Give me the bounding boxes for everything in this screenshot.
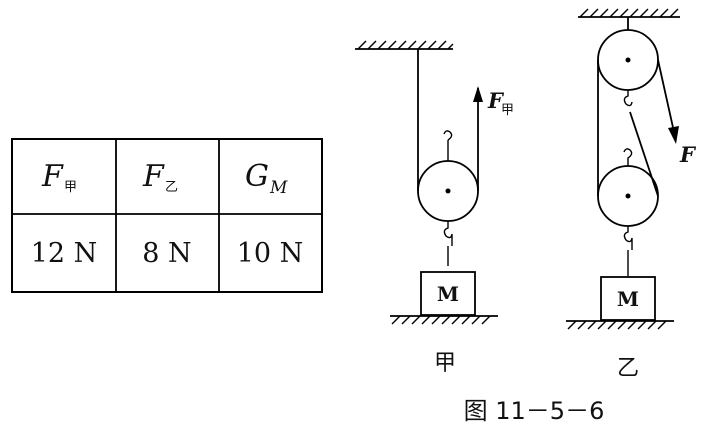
mass-label: M [437,282,459,306]
fixed-pulley-axle [625,57,631,63]
mass-block [420,271,476,316]
header-symbol: F [41,159,64,194]
table-header-f-yi: F 乙 [142,159,178,195]
table-cell-f-yi: 8 N [142,238,191,269]
table-cell-g-m: 10 N [237,238,304,269]
ground-hatch [391,315,491,325]
rope-pull [657,59,675,133]
fixed-pulley-hook [623,90,633,107]
figure-caption: 图 11－5－6 [464,397,605,425]
pulley-bottom-hook [443,221,453,266]
ceiling-hatch [579,8,679,18]
force-arrow-head [473,86,483,102]
pulley-diagram-jia: F 甲 M 甲 [355,40,514,376]
force-label-f-jia: F 甲 [487,88,514,118]
diagram-label-yi: 乙 [617,356,639,381]
pulley-top-hook [443,130,453,161]
mass-label: M [617,287,639,311]
force-symbol: F [487,88,505,113]
header-symbol: F [142,159,165,194]
force-arrow-head [668,126,679,144]
force-label-f-yi: F [679,142,697,167]
table-header-g-m: G M [245,159,288,198]
table-border [11,138,323,293]
rope-middle [629,111,659,197]
pulley-diagram-yi: F M 乙 [566,8,697,381]
ground-hatch [567,320,667,330]
mass-block [600,276,656,321]
pulley-axle [445,188,451,194]
table-cell-f-jia: 12 N [31,238,98,269]
header-symbol: G [245,159,269,194]
ceiling-hatch [357,40,454,50]
movable-pulley-axle [625,193,631,199]
table-header-f-jia: F 甲 [41,159,77,195]
header-subscript: M [269,178,288,198]
header-subscript: 甲 [64,180,77,195]
header-subscript: 乙 [165,180,178,195]
diagram-label-jia: 甲 [434,351,456,376]
force-subscript: 甲 [501,103,514,118]
movable-pulley-bottom-hook [623,226,633,276]
data-table: F 甲 F 乙 G M 12 N 8 N 10 N [11,138,323,293]
movable-pulley-top-hook [623,148,633,166]
